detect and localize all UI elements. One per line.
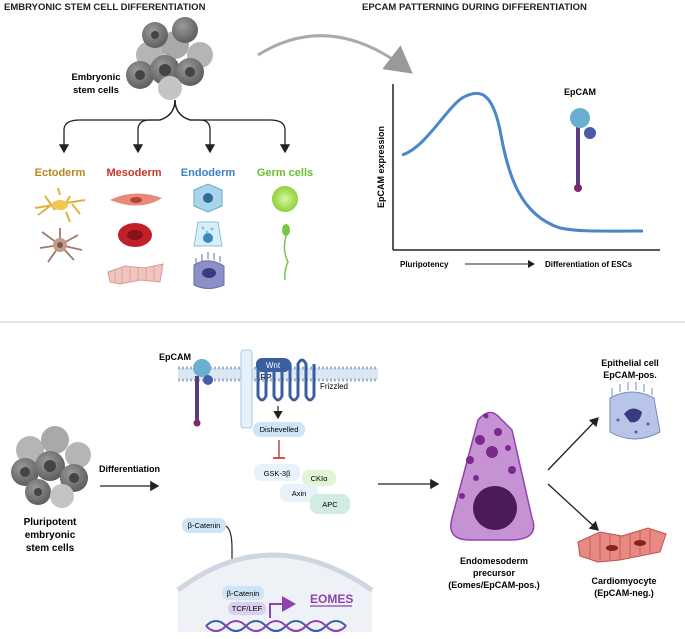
- pluri-label-line1: Pluripotent: [24, 517, 77, 528]
- lineage-label-ectoderm: Ectoderm: [35, 167, 86, 179]
- endo-label-line3: (Eomes/EpCAM-pos.): [448, 580, 540, 590]
- to-cardiomyocyte-arrow: [547, 483, 599, 531]
- transition-arrow-icon: [257, 34, 413, 74]
- epithelial-cell-icon: [609, 382, 661, 440]
- lineage-label-mesoderm: Mesoderm: [106, 167, 161, 179]
- frizzled-label: Frizzled: [320, 382, 348, 391]
- inhibition-bar-icon: [273, 440, 285, 459]
- cardiomyocyte-cell-icon: [577, 527, 667, 563]
- apc-label: APC: [322, 500, 338, 509]
- esc-cluster-bottom: [11, 426, 91, 508]
- tcf-node: [228, 602, 266, 615]
- endo-label-line1: Endomesoderm: [460, 556, 528, 566]
- cardiomyocyte-small-icon: [107, 263, 164, 285]
- glial-cell-icon: [39, 228, 83, 263]
- to-epithelial-arrow: [547, 417, 599, 471]
- lineage-label-germ-cells: Germ cells: [257, 167, 313, 179]
- ck-label: CKIα: [311, 474, 329, 483]
- axin-label: Axin: [292, 489, 307, 498]
- endomesoderm-precursor-cell-icon: [450, 411, 535, 541]
- graph-ylabel: EpCAM expression: [376, 126, 386, 208]
- dishevelled-node: [253, 422, 305, 437]
- endo-label-line2: precursor: [473, 568, 516, 578]
- differentiation-label: Differentiation: [99, 464, 160, 474]
- transcription-arrow-icon: [269, 596, 296, 618]
- right-panel-title: EPCAM PATTERNING DURING DIFFERENTIATION: [362, 2, 587, 13]
- hepatocyte-cell-icon: [193, 183, 223, 213]
- neuron-cell-icon: [34, 187, 86, 223]
- cardio-label-line1: Cardiomyocyte: [591, 576, 656, 586]
- destruction-complex: [254, 464, 350, 514]
- bcatenin-translocation-arrow: [225, 525, 237, 582]
- bottom-epcam-label: EpCAM: [159, 352, 191, 362]
- epcam-curve: [401, 91, 644, 233]
- esc-cluster-top: [126, 17, 213, 100]
- epcam-molecule-icon: [570, 108, 596, 192]
- bcatenin-nuc-node: [222, 586, 264, 600]
- dna-helix-icon: [205, 620, 347, 632]
- lrp-label: LRP: [256, 373, 272, 382]
- left-panel-title: EMBRYONIC STEM CELL DIFFERENTIATION: [4, 2, 206, 13]
- lineage-branches: [58, 99, 291, 154]
- sperm-cell-icon: [282, 224, 290, 281]
- gsk-label: GSK-3β: [264, 469, 292, 478]
- bcatenin-cyto-label: β-Catenin: [188, 521, 221, 530]
- graph-x-start-label: Pluripotency: [400, 260, 449, 269]
- esc-label-line1: Embryonic: [71, 72, 120, 83]
- smooth-muscle-cell-icon: [110, 193, 162, 206]
- endoderm-epithelial-cell-icon: [193, 252, 225, 289]
- eomes-label: EOMES: [310, 592, 353, 606]
- lrp-receptor-icon: [240, 349, 253, 429]
- pluri-label-line3: stem cells: [26, 543, 75, 554]
- bcatenin-nuc-label: β-Catenin: [227, 589, 260, 598]
- epi-label-line1: Epithelial cell: [601, 358, 659, 368]
- wnt-ligand-icon: [256, 358, 290, 372]
- esc-label-line2: stem cells: [73, 85, 119, 96]
- bottom-epcam-molecule-icon: [193, 359, 213, 427]
- graph-epcam-label: EpCAM: [564, 87, 596, 97]
- pluri-label-line2: embryonic: [25, 530, 76, 541]
- epcam-expression-graph: EpCAM expression Pluripotency Differenti…: [376, 84, 660, 269]
- nucleus: [176, 552, 374, 632]
- oocyte-cell-icon: [272, 186, 298, 212]
- wnt-label: Wnt: [266, 361, 281, 370]
- tcf-label: TCF/LEF: [232, 604, 263, 613]
- bcatenin-cyto-node: [182, 518, 226, 533]
- graph-x-end-label: Differentiation of ESCs: [545, 260, 633, 269]
- secretory-cell-icon: [193, 221, 223, 247]
- red-blood-cell-icon: [118, 223, 152, 247]
- cardio-label-line2: (EpCAM-neg.): [594, 588, 654, 598]
- dishevelled-label: Dishevelled: [260, 425, 299, 434]
- lineage-label-endoderm: Endoderm: [181, 167, 236, 179]
- epi-label-line2: EpCAM-pos.: [603, 370, 657, 380]
